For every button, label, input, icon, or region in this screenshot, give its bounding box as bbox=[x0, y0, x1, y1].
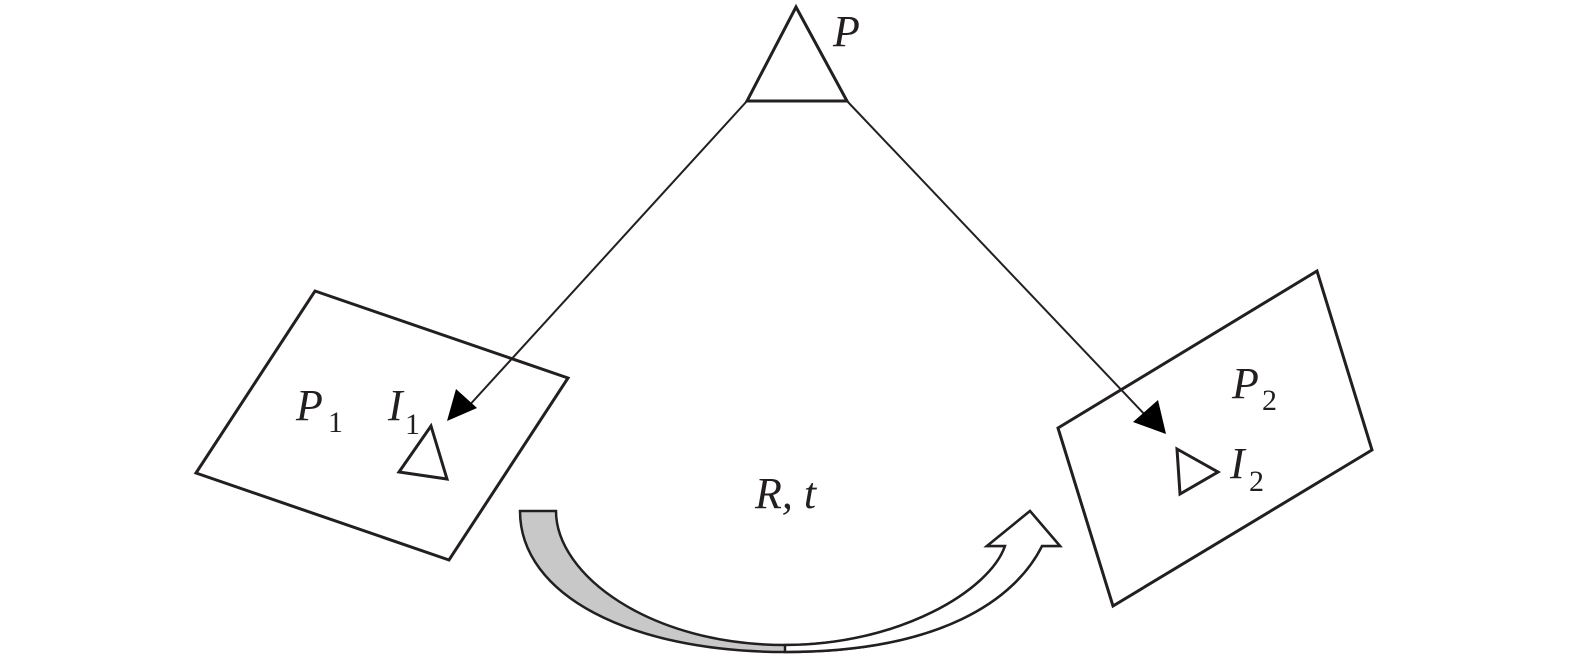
label-image-1: I bbox=[387, 381, 405, 430]
image-point-1-triangle bbox=[396, 422, 450, 481]
transform-arrow-highlight bbox=[783, 509, 1063, 654]
label-plane-2-subscript: 2 bbox=[1262, 384, 1277, 417]
label-image-1-subscript: 1 bbox=[405, 408, 420, 441]
ray-to-image-1 bbox=[465, 100, 748, 410]
image-plane-1 bbox=[193, 289, 571, 562]
label-plane-2: P bbox=[1231, 359, 1259, 408]
ray-1-arrowhead bbox=[447, 389, 477, 421]
label-image-2-subscript: 2 bbox=[1249, 465, 1264, 498]
label-transform: R, t bbox=[754, 469, 818, 518]
ray-2-arrowhead bbox=[1133, 400, 1166, 434]
point-p-triangle bbox=[744, 3, 850, 103]
label-point-p: P bbox=[832, 7, 860, 56]
image-plane-2 bbox=[1056, 268, 1374, 609]
label-image-2: I bbox=[1229, 439, 1247, 488]
label-plane-1-subscript: 1 bbox=[328, 406, 343, 439]
image-point-2-triangle bbox=[1175, 446, 1222, 497]
ray-to-image-2 bbox=[846, 100, 1149, 419]
label-plane-1: P bbox=[295, 381, 323, 430]
